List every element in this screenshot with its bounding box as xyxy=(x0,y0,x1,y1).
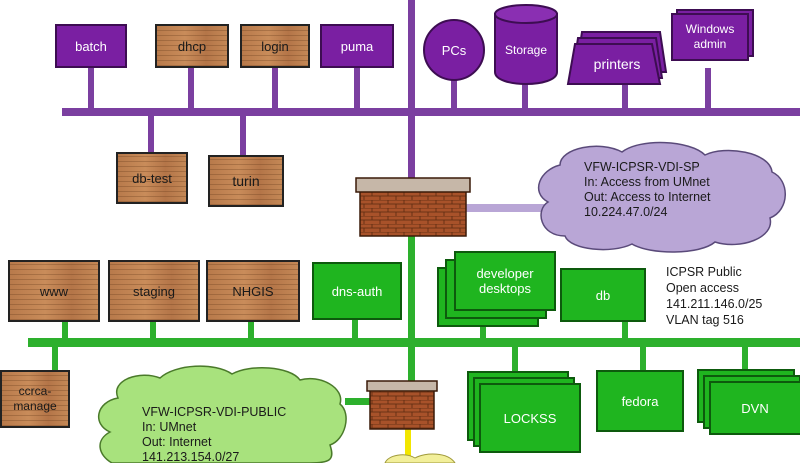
node-puma[interactable]: puma xyxy=(320,24,394,68)
green-trunk xyxy=(408,235,415,345)
cloud-public-text: VFW-ICPSR-VDI-PUBLIC In: UMnet Out: Inte… xyxy=(142,405,287,464)
node-ccrca-manage[interactable]: ccrca- manage xyxy=(0,370,70,428)
drop-login xyxy=(272,60,278,110)
node-developer-desktops[interactable]: developer desktops xyxy=(476,266,534,296)
drop-db-test xyxy=(148,114,154,154)
node-www[interactable]: www xyxy=(8,260,100,322)
drop-staging xyxy=(150,320,156,340)
firewall-sp xyxy=(355,177,471,237)
node-dhcp[interactable]: dhcp xyxy=(155,24,229,68)
purple-bus xyxy=(62,108,800,116)
node-windows-admin[interactable]: Windows admin xyxy=(685,22,735,51)
drop-db xyxy=(622,318,628,340)
drop-windows xyxy=(705,68,711,110)
node-turin[interactable]: turin xyxy=(208,155,284,207)
green-drop-mid xyxy=(408,345,415,385)
cloud-sp-text: VFW-ICPSR-VDI-SP In: Access from UMnet O… xyxy=(584,160,711,219)
cloud-public-shape xyxy=(97,365,347,463)
node-storage[interactable]: Storage xyxy=(504,42,548,57)
drop-fedora xyxy=(640,345,646,373)
purple-trunk xyxy=(408,0,415,185)
node-dns-auth[interactable]: dns-auth xyxy=(312,262,402,320)
drop-dvn xyxy=(742,345,748,371)
drop-turin xyxy=(240,114,246,156)
drop-devdesk xyxy=(480,322,486,340)
drop-storage xyxy=(522,80,528,110)
node-pcs[interactable]: PCs xyxy=(441,42,467,58)
drop-dns xyxy=(352,318,358,340)
node-batch[interactable]: batch xyxy=(55,24,127,68)
node-login[interactable]: login xyxy=(240,24,310,68)
dvn-stack xyxy=(697,369,800,435)
drop-pcs xyxy=(451,80,457,110)
storage-cylinder xyxy=(494,4,558,85)
node-db[interactable]: db xyxy=(560,268,646,322)
link-sp-cloud xyxy=(466,204,556,212)
pcs-circle xyxy=(423,19,485,81)
drop-lockss xyxy=(512,345,518,375)
node-lockss[interactable]: LOCKSS xyxy=(503,410,557,426)
firewall-public xyxy=(366,380,438,430)
node-nhgis[interactable]: NHGIS xyxy=(206,260,300,322)
node-db-test[interactable]: db-test xyxy=(116,152,188,204)
link-public-cloud xyxy=(345,398,373,405)
green-bus xyxy=(28,338,800,347)
node-staging[interactable]: staging xyxy=(108,260,200,322)
drop-nhgis xyxy=(248,320,254,340)
drop-printers xyxy=(622,82,628,110)
lockss-stack xyxy=(467,371,581,453)
cloud-sp-shape xyxy=(537,141,786,253)
drop-www xyxy=(62,320,68,340)
node-printers[interactable]: printers xyxy=(593,55,641,72)
windows-admin-stack xyxy=(671,9,754,61)
drop-puma xyxy=(354,60,360,110)
drop-ccrca xyxy=(52,345,58,372)
drop-batch xyxy=(88,60,94,110)
node-fedora[interactable]: fedora xyxy=(596,370,684,432)
printers-shape xyxy=(566,31,668,85)
cloud-bottom-shape xyxy=(384,453,456,463)
yellow-link xyxy=(405,428,411,463)
network-info: ICPSR Public Open access 141.211.146.0/2… xyxy=(666,265,763,327)
devdesk-stack xyxy=(437,251,556,327)
drop-dhcp xyxy=(188,60,194,110)
node-dvn[interactable]: DVN xyxy=(741,400,769,416)
